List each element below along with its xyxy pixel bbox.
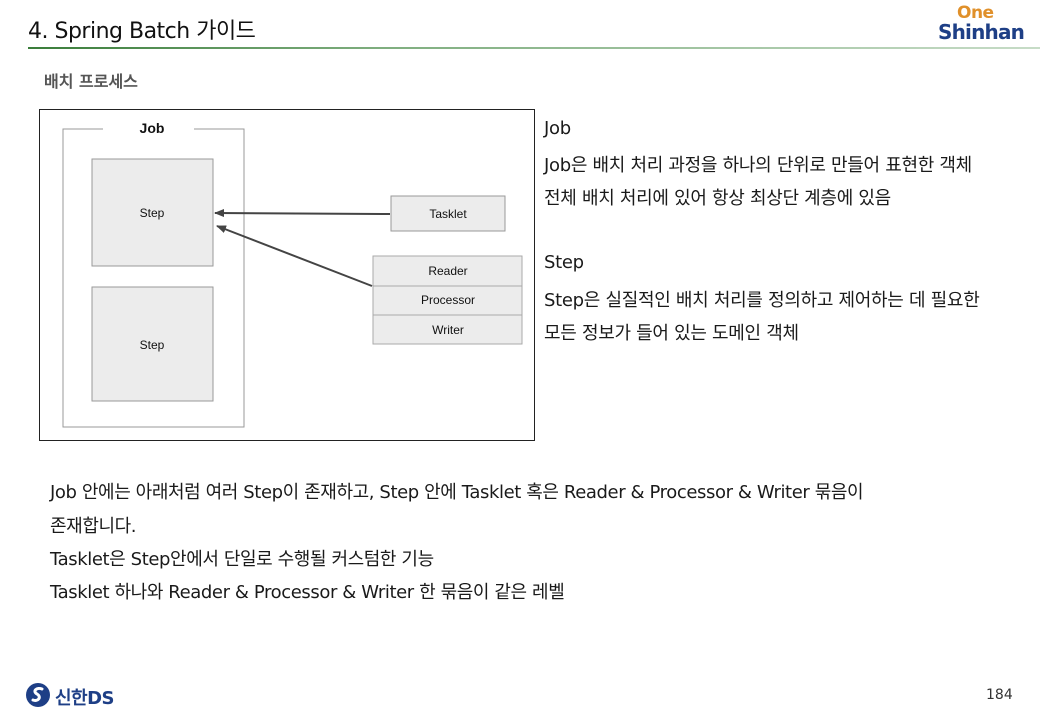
body-line-4: Tasklet 하나와 Reader & Processor & Writer …	[50, 582, 565, 603]
job-label: Job	[140, 120, 165, 136]
page-number: 184	[986, 687, 1013, 703]
body-line-2: 존재합니다.	[50, 516, 137, 537]
chunk-arrow	[216, 225, 373, 287]
logo-one-text: One	[957, 3, 994, 23]
step-desc-line-2: 모든 정보가 들어 있는 도메인 객체	[544, 323, 799, 344]
step-desc-line-1: Step은 실질적인 배치 처리를 정의하고 제어하는 데 필요한	[544, 290, 980, 311]
job-heading: Job	[544, 118, 571, 139]
job-desc-line-1: Job은 배치 처리 과정을 하나의 단위로 만들어 표현한 객체	[544, 155, 972, 176]
body-line-3: Tasklet은 Step안에서 단일로 수행될 커스텀한 기능	[50, 549, 434, 570]
section-label: 배치 프로세스	[44, 72, 138, 91]
page-title: 4. Spring Batch 가이드	[28, 19, 256, 44]
reader-box	[372, 255, 523, 287]
step-box-1	[91, 158, 214, 267]
batch-diagram: Job Step Step Tasklet Reader Processor W…	[39, 109, 535, 441]
header-divider	[28, 47, 1040, 49]
reader-label: Reader	[428, 264, 467, 278]
body-line-1: Job 안에는 아래처럼 여러 Step이 존재하고, Step 안에 Task…	[50, 482, 864, 503]
step-box-2	[91, 286, 214, 402]
footer-brand: 신한DS	[55, 688, 115, 709]
shinhan-logo-icon	[26, 683, 50, 707]
step-label-2: Step	[140, 338, 165, 352]
tasklet-label: Tasklet	[429, 207, 467, 221]
tasklet-arrow	[214, 209, 391, 218]
step-label-1: Step	[140, 206, 165, 220]
processor-box	[372, 285, 523, 316]
batch-diagram-svg: Job Step Step Tasklet Reader Processor W…	[62, 120, 523, 428]
job-desc-line-2: 전체 배치 처리에 있어 항상 최상단 계층에 있음	[544, 188, 891, 209]
writer-label: Writer	[432, 323, 464, 337]
writer-box	[372, 314, 523, 345]
processor-label: Processor	[421, 293, 475, 307]
step-heading: Step	[544, 252, 584, 273]
job-container	[62, 128, 245, 428]
tasklet-box	[390, 195, 506, 232]
logo-shinhan-text: Shinhan	[938, 20, 1025, 44]
